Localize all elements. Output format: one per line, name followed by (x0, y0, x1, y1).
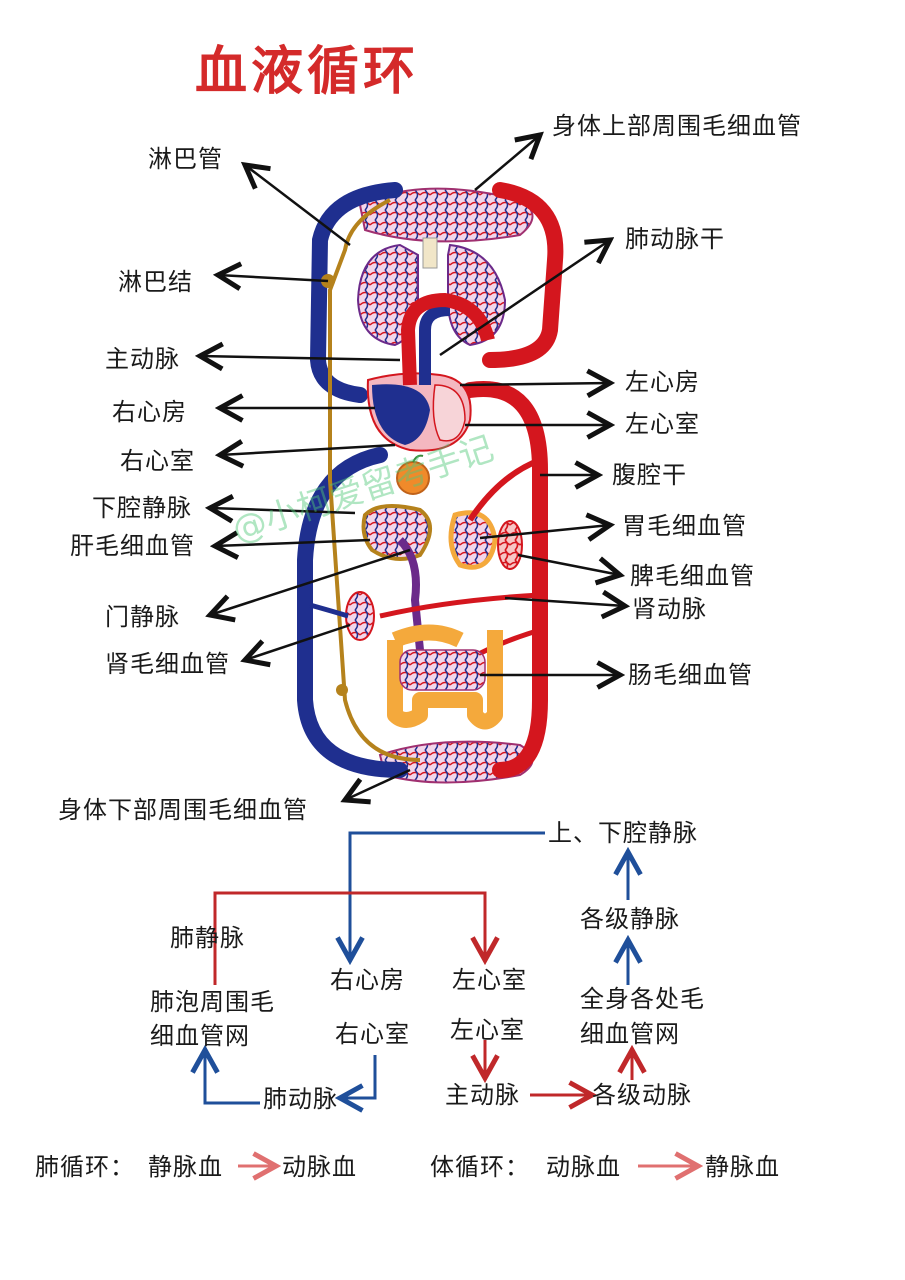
kidney (345, 591, 375, 641)
renal-artery (379, 592, 541, 619)
legend-pulmonary-label: 肺循环： (35, 1153, 135, 1181)
flow-connectors (205, 831, 632, 1103)
flow-right-ventricle: 右心室 (335, 1020, 410, 1048)
legend-pulmonary-from: 静脉血 (148, 1153, 223, 1181)
label-aorta: 主动脉 (105, 345, 180, 373)
legend-systemic-label: 体循环： (430, 1153, 530, 1181)
flow-right-atrium: 右心房 (330, 966, 405, 994)
label-spleen-capillaries: 脾毛细血管 (630, 562, 755, 590)
intestine-capillary-bed (399, 649, 486, 691)
label-lymph-node: 淋巴结 (118, 268, 193, 296)
page-title: 血液循环 (195, 41, 420, 102)
flow-body-capillaries-l2: 细血管网 (580, 1020, 680, 1048)
pointer-arrows (200, 135, 625, 800)
flow-pulmonary-vein: 肺静脉 (170, 924, 245, 952)
legend-pulmonary-to: 动脉血 (282, 1153, 357, 1181)
aortic-arch (400, 292, 495, 386)
spleen (497, 520, 523, 570)
flow-alveolar-capillaries-l1: 肺泡周围毛 (150, 988, 275, 1016)
stomach (448, 510, 498, 570)
label-portal-vein: 门静脉 (105, 603, 180, 631)
label-celiac-trunk: 腹腔干 (612, 461, 687, 489)
label-right-atrium: 右心房 (112, 398, 187, 426)
portal-vein (397, 537, 424, 651)
celiac-trunk (467, 457, 542, 522)
liver (361, 504, 432, 561)
label-intestine-capillaries: 肠毛细血管 (628, 661, 753, 689)
right-heart-chambers (372, 384, 430, 445)
lymph-duct (328, 198, 421, 762)
label-pulmonary-trunk: 肺动脉干 (625, 225, 725, 253)
left-heart-chambers (432, 384, 466, 442)
flow-pulmonary-artery: 肺动脉 (263, 1085, 338, 1113)
label-left-atrium: 左心房 (625, 368, 700, 396)
label-stomach-capillaries: 胃毛细血管 (622, 512, 747, 540)
flow-arteries-all-levels: 各级动脉 (592, 1081, 692, 1109)
intestines (387, 624, 503, 730)
label-right-ventricle: 右心室 (120, 447, 195, 475)
legend-systemic-to: 静脉血 (705, 1153, 780, 1181)
label-renal-artery: 肾动脉 (632, 595, 707, 623)
flow-veins-all-levels: 各级静脉 (580, 905, 680, 933)
label-lymph-duct: 淋巴管 (148, 145, 223, 173)
legend-systemic-from: 动脉血 (546, 1153, 621, 1181)
pulmonary-trunk (419, 304, 451, 385)
flow-left-ventricle: 左心室 (450, 1016, 525, 1044)
label-upper-body-capillaries: 身体上部周围毛细血管 (552, 112, 802, 140)
lymph-node (336, 684, 348, 696)
flow-alveolar-capillaries-l2: 细血管网 (150, 1022, 250, 1050)
label-lower-body-capillaries: 身体下部周围毛细血管 (58, 796, 308, 824)
flow-body-capillaries-l1: 全身各处毛 (580, 985, 705, 1013)
upper-body-capillary-bed (358, 187, 534, 243)
vena-cava-loop (297, 182, 408, 778)
flow-aorta: 主动脉 (445, 1081, 520, 1109)
label-inferior-vena-cava: 下腔静脉 (92, 494, 192, 522)
label-left-ventricle: 左心室 (625, 410, 700, 438)
label-liver-capillaries: 肝毛细血管 (70, 532, 195, 560)
flow-left-atrium: 左心室 (452, 966, 527, 994)
trachea (422, 237, 438, 269)
renal-vein (309, 602, 349, 619)
aorta-loop (462, 182, 564, 778)
flow-vena-cava: 上、下腔静脉 (548, 819, 698, 847)
label-kidney-capillaries: 肾毛细血管 (105, 650, 230, 678)
